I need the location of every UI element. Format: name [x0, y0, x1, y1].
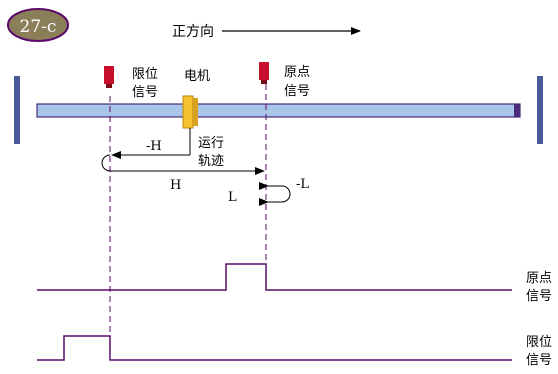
rail-end-cap — [514, 104, 520, 117]
left-end-stop-shape — [14, 76, 20, 144]
origin-sensor-icon — [259, 62, 269, 80]
origin-sensor: 原点 信号 — [259, 62, 310, 99]
motor-icon — [183, 96, 193, 128]
path-label-1: 运行 — [198, 136, 224, 151]
left-end-stop — [14, 76, 20, 144]
path-label-2: 轨迹 — [198, 154, 224, 169]
limit-signal-label-1: 限位 — [526, 335, 552, 350]
limit-sensor: 限位 信号 — [104, 66, 158, 100]
limit-sensor-icon — [104, 66, 114, 84]
limit-sensor-label-2: 信号 — [132, 85, 158, 100]
minus-h-label: -H — [146, 139, 162, 154]
motion-path: -H H -L L 运行 轨迹 — [102, 128, 309, 205]
h-label: H — [170, 178, 181, 193]
origin-sensor-label-2: 信号 — [284, 84, 310, 99]
rail — [37, 104, 520, 117]
limit-signal: 限位 信号 — [37, 335, 552, 368]
motor-label: 电机 — [184, 69, 210, 84]
minus-l-label: -L — [296, 177, 309, 192]
origin-signal-waveform — [37, 264, 512, 290]
direction-label: 正方向 — [172, 24, 214, 40]
right-end-stop-shape — [537, 76, 543, 144]
origin-signal-label-2: 信号 — [526, 289, 552, 304]
l-label: L — [228, 190, 237, 205]
motor: 电机 — [183, 69, 210, 128]
origin-sensor-label-1: 原点 — [284, 65, 310, 80]
limit-signal-waveform — [37, 336, 512, 360]
direction-indicator: 正方向 — [172, 24, 360, 40]
origin-signal-label-1: 原点 — [526, 271, 552, 286]
limit-sensor-label-1: 限位 — [132, 67, 158, 82]
origin-signal: 原点 信号 — [37, 264, 552, 304]
right-end-stop — [537, 76, 543, 144]
limit-signal-label-2: 信号 — [526, 353, 552, 368]
badge: 27-c — [8, 9, 68, 41]
badge-text: 27-c — [20, 17, 57, 37]
